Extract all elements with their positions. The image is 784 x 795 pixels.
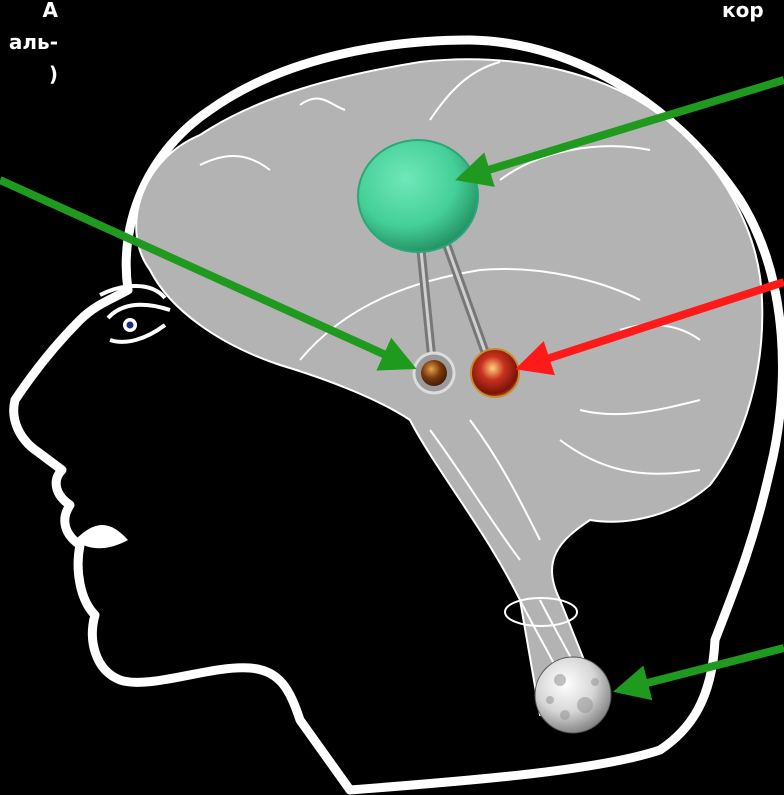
eye-pupil xyxy=(127,322,134,329)
left-label-line-1: А xyxy=(0,0,58,26)
grey-sphere-icon xyxy=(535,657,611,733)
bronze-sphere-icon xyxy=(421,360,447,386)
green-sphere-icon xyxy=(358,140,478,252)
red-sphere-icon xyxy=(471,349,519,397)
left-label-line-2: аль- xyxy=(0,26,58,58)
left-label-line-3: ) xyxy=(0,58,58,90)
top-right-label: кор xyxy=(722,0,764,26)
left-label: А аль- ) xyxy=(0,0,58,90)
